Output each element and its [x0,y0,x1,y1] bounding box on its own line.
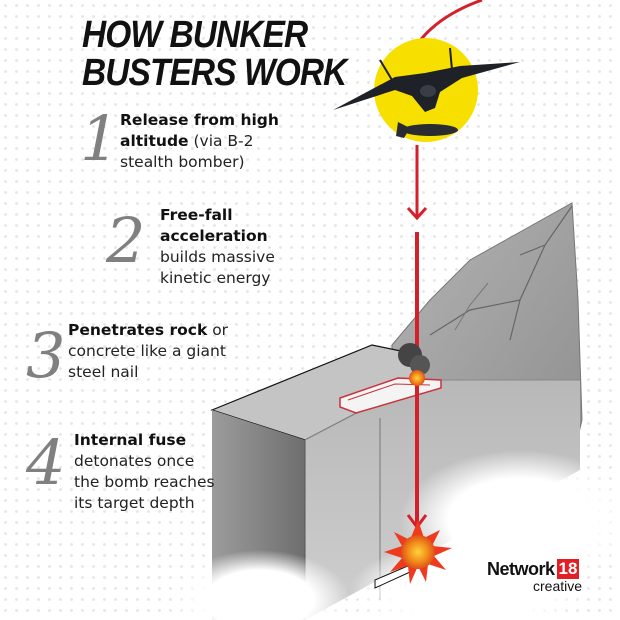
logo-subtitle: creative [533,578,583,594]
step-number: 4 [26,426,66,499]
logo-badge: 18 [556,559,580,579]
step-text: Free-fall acceleration builds massive ki… [160,206,275,287]
logo-brand: Network [487,559,555,579]
step-text: Internal fuse detonates once the bomb re… [74,431,215,512]
step-text: Release from high altitude (via B-2 stea… [120,111,279,171]
page-title: HOW BUNKER BUSTERS WORK [82,14,347,94]
step-number: 3 [26,319,66,392]
rock-crack [429,205,573,341]
impact-explosion [398,343,430,386]
step-number: 2 [106,204,146,277]
step-text: Penetrates rock or concrete like a giant… [68,321,229,381]
step-number: 1 [80,102,120,175]
cloud [170,550,350,620]
bomb-icon [396,122,458,138]
title-line-1: HOW BUNKER [82,14,308,56]
deep-detonation-icon [384,520,452,584]
arrow-head-icon [406,206,428,221]
title-line-2: BUSTERS WORK [82,52,347,94]
rock-crack [454,282,489,331]
